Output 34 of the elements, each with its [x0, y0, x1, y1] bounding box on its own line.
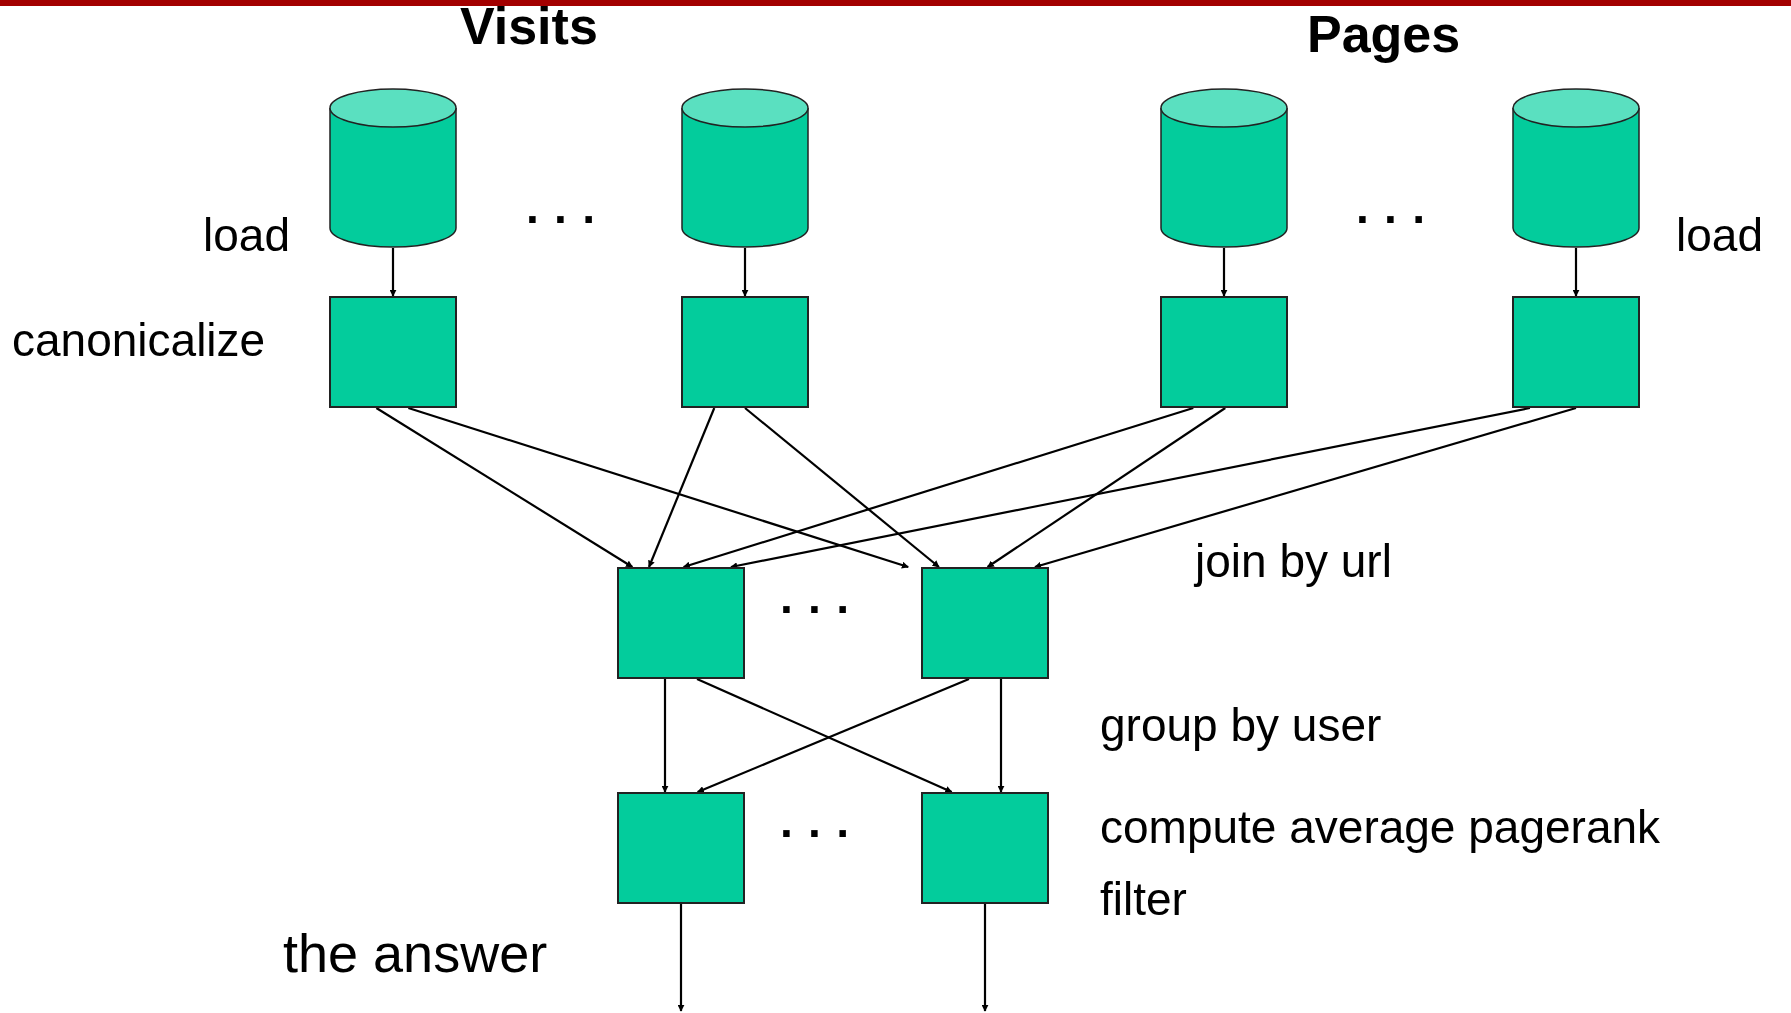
- arrow: [1034, 406, 1577, 569]
- arrow: [682, 406, 1194, 569]
- arrow: [744, 407, 940, 568]
- arrow: [981, 904, 989, 1012]
- label: load: [203, 212, 290, 258]
- process-box: [617, 567, 745, 679]
- process-box: [1160, 296, 1288, 408]
- arrow: [408, 406, 909, 569]
- process-box: [1512, 296, 1640, 408]
- arrow: [661, 679, 669, 793]
- process-box: [921, 792, 1049, 904]
- label: load: [1676, 212, 1763, 258]
- arrow: [648, 407, 716, 568]
- arrow: [1572, 248, 1580, 297]
- label: the answer: [283, 926, 548, 980]
- label: · · ·: [1356, 196, 1428, 242]
- arrow: [389, 248, 397, 297]
- label: · · ·: [780, 810, 852, 856]
- label: canonicalize: [12, 317, 266, 363]
- process-box: [617, 792, 745, 904]
- process-box: [681, 296, 809, 408]
- label: · · ·: [526, 196, 598, 242]
- arrow: [677, 904, 685, 1012]
- process-box: [329, 296, 457, 408]
- process-box: [921, 567, 1049, 679]
- arrow: [1220, 248, 1228, 297]
- arrow: [741, 248, 749, 297]
- label: Visits: [460, 0, 598, 52]
- arrow: [375, 407, 633, 568]
- arrow: [730, 406, 1531, 570]
- label: · · ·: [780, 586, 852, 632]
- arrow: [986, 407, 1226, 568]
- label: filter: [1100, 876, 1187, 922]
- arrow: [997, 679, 1005, 793]
